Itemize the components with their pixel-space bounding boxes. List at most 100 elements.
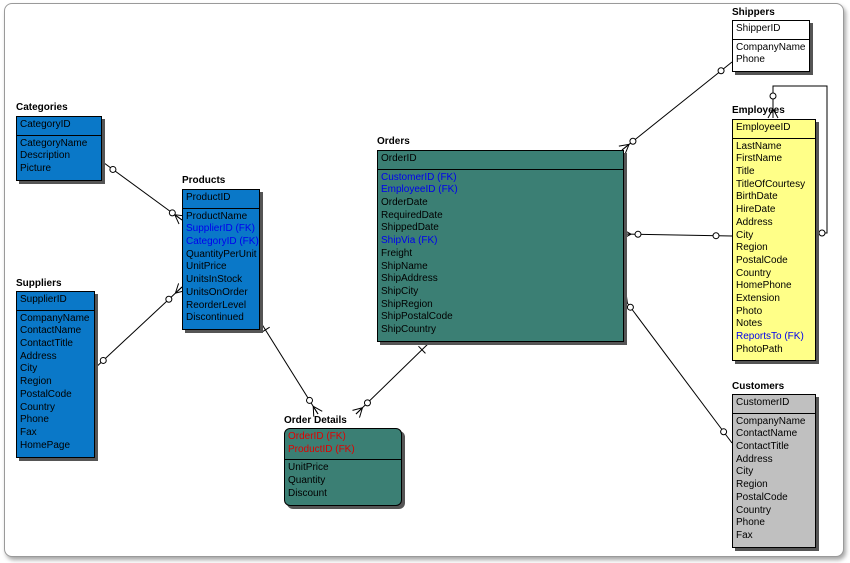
attribute: Phone	[736, 517, 765, 529]
identifying-marker	[418, 345, 426, 354]
attribute: Discontinued	[186, 312, 244, 324]
attribute: Address	[736, 453, 773, 465]
foreign-key-attribute: ReportsTo (FK)	[736, 331, 804, 342]
primary-key-section: OrderID	[378, 151, 623, 170]
attribute: Address	[736, 216, 773, 228]
identifying-marker	[260, 326, 270, 333]
optional-marker	[363, 399, 371, 407]
crows-foot	[355, 407, 363, 415]
optional-marker	[717, 67, 725, 75]
attribute: Photo	[736, 305, 763, 317]
attribute: ContactName	[736, 428, 798, 440]
attribute: PhotoPath	[736, 343, 783, 355]
attribute: City	[736, 466, 754, 478]
attribute: PostalCode	[20, 388, 72, 400]
crows-foot	[175, 286, 183, 294]
attribute: ReorderLevel	[186, 299, 247, 311]
optional-marker	[634, 230, 642, 238]
optional-marker	[306, 396, 314, 404]
optional-marker	[168, 209, 176, 217]
primary-key-section: CustomerID	[733, 395, 815, 414]
primary-key-section: EmployeeID	[733, 120, 815, 139]
attribute: FirstName	[736, 153, 783, 165]
crows-foot	[312, 405, 323, 412]
primary-key-attribute: OrderID (FK)	[288, 431, 346, 442]
rel-customers-orders	[621, 295, 733, 444]
optional-marker	[99, 356, 107, 364]
optional-marker	[720, 428, 728, 436]
attribute: City	[736, 229, 754, 241]
crows-foot	[359, 407, 363, 418]
attribute: Phone	[736, 54, 765, 66]
attribute: Picture	[20, 163, 52, 175]
attribute: HireDate	[736, 204, 776, 216]
attribute: HomePhone	[736, 280, 792, 292]
primary-key-section: CategoryID	[17, 117, 101, 136]
attribute: Fax	[20, 426, 37, 438]
attribute: PostalCode	[736, 254, 788, 266]
primary-key-section: OrderID (FK)ProductID (FK)	[285, 429, 401, 461]
foreign-key-attribute: CategoryID (FK)	[186, 236, 259, 248]
optional-marker	[629, 137, 637, 145]
attribute: CompanyName	[736, 41, 806, 53]
attribute: ShipCity	[381, 285, 419, 297]
entity-box[interactable]: OrderID CustomerID (FK)EmployeeID (FK)Or…	[377, 150, 624, 342]
crows-foot	[174, 214, 180, 225]
attribute: Extension	[736, 292, 780, 304]
attribute: Freight	[381, 247, 413, 259]
entity-title: Suppliers	[16, 278, 62, 289]
primary-key-attribute: ProductID (FK)	[288, 443, 355, 455]
primary-key-attribute: SupplierID	[20, 294, 67, 305]
attribute: ShipName	[381, 260, 428, 272]
attribute: ShippedDate	[381, 222, 439, 234]
primary-key-attribute: CustomerID	[736, 397, 790, 408]
entity-title: Products	[182, 175, 226, 186]
attribute: UnitPrice	[186, 261, 227, 273]
attribute: Country	[20, 401, 56, 413]
attribute: RequiredDate	[381, 209, 443, 221]
attribute: ShipRegion	[381, 298, 433, 310]
foreign-key-attribute: ShipVia (FK)	[381, 235, 438, 247]
optional-marker	[769, 92, 777, 100]
attribute: Quantity	[288, 475, 326, 487]
primary-key-section: ShipperID	[733, 21, 809, 40]
attribute: Phone	[20, 414, 49, 426]
attribute: ContactName	[20, 325, 82, 337]
attribute: Region	[736, 479, 768, 491]
attribute: ContactTitle	[736, 441, 789, 453]
rel-shippers-orders	[621, 61, 733, 151]
attribute: City	[20, 363, 38, 375]
primary-key-attribute: CategoryID	[20, 119, 71, 130]
entity-title: Employees	[732, 105, 785, 116]
attribute: ShipPostalCode	[381, 311, 453, 323]
primary-key-attribute: ProductID	[186, 192, 231, 203]
attribute: Fax	[736, 529, 753, 541]
attribute: ShipAddress	[381, 273, 438, 285]
attribute: TitleOfCourtesy	[736, 178, 806, 190]
attribute: ShipCountry	[381, 323, 437, 335]
attribute: Region	[20, 376, 52, 388]
optional-marker	[165, 295, 173, 303]
entity-title: Orders	[377, 136, 410, 147]
crows-foot	[624, 144, 630, 155]
attribute: PostalCode	[736, 491, 788, 503]
attribute: Description	[20, 150, 71, 162]
optional-marker	[818, 229, 826, 237]
crows-foot	[625, 292, 628, 304]
primary-key-section: ProductID	[183, 190, 259, 209]
foreign-key-attribute: EmployeeID (FK)	[381, 184, 458, 196]
primary-key-attribute: EmployeeID	[736, 122, 791, 133]
attribute: Notes	[736, 318, 763, 330]
attribute: Country	[736, 504, 772, 516]
